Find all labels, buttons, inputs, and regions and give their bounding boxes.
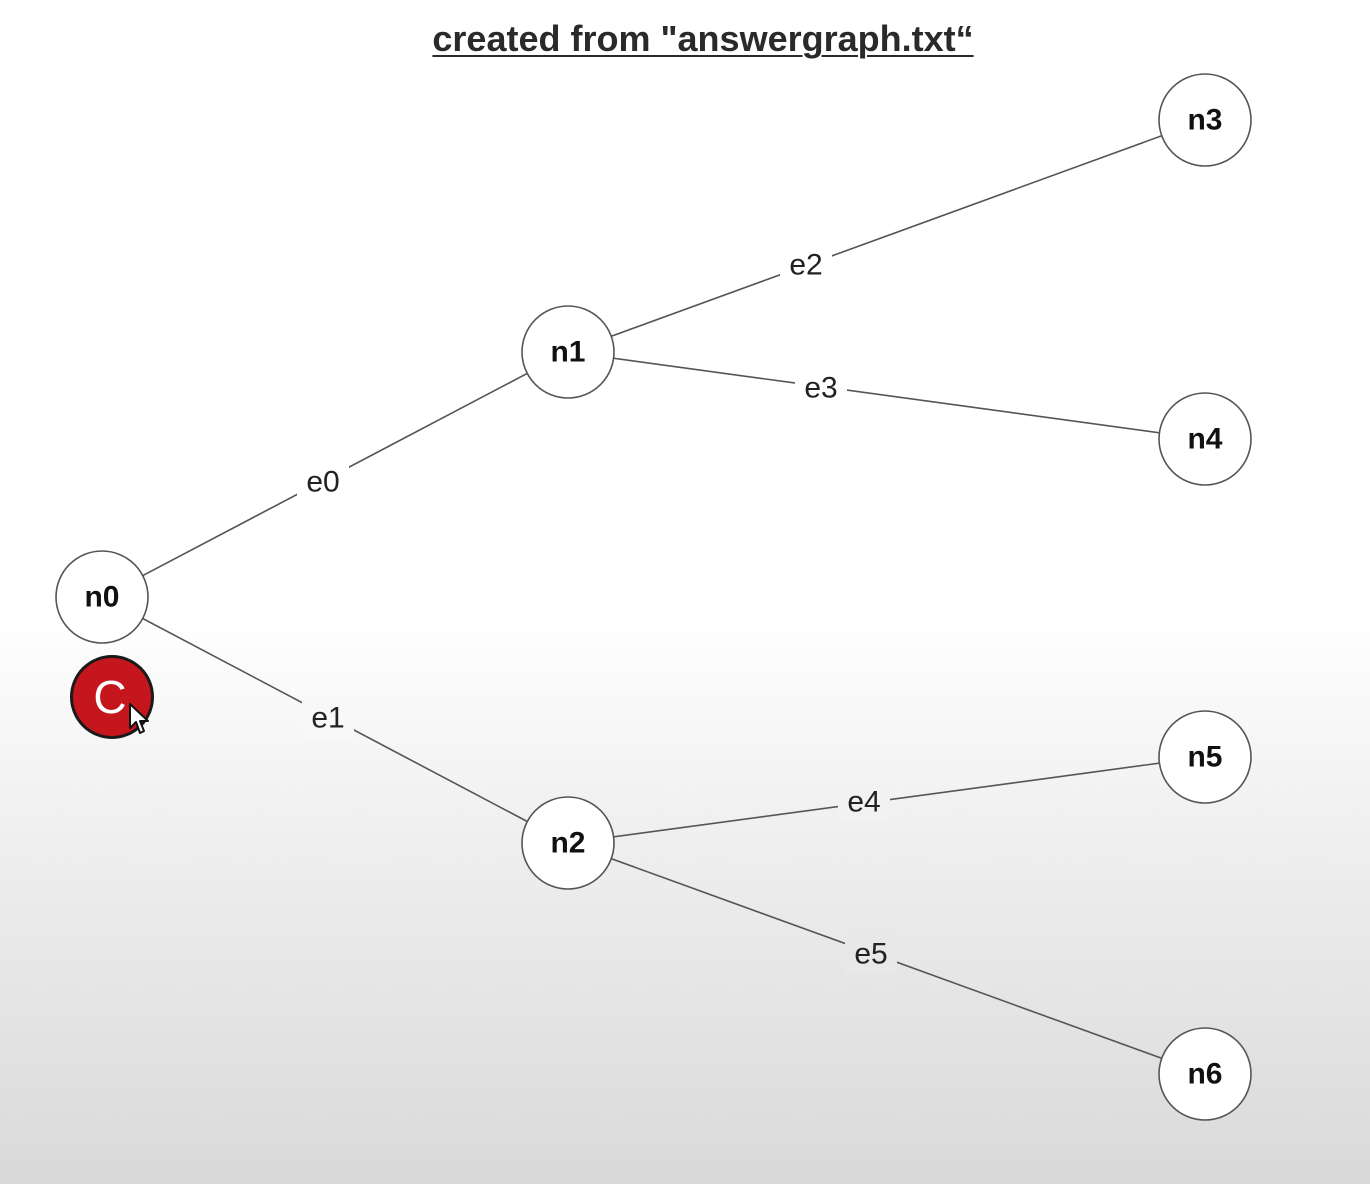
edge-e0: e0 (101, 351, 569, 598)
nodes-layer: n0 n1 n2 n3 n4 n5 n6 (55, 73, 1252, 1121)
node-n1[interactable]: n1 (521, 305, 615, 399)
click-indicator-letter: C (93, 671, 127, 723)
edge-e3: e3 (567, 351, 1206, 440)
node-label-n0: n0 (84, 581, 119, 614)
edge-label-e5: e5 (854, 938, 887, 971)
node-circle-n4[interactable] (1158, 392, 1252, 486)
edge-label-e1: e1 (311, 702, 344, 735)
node-label-n6: n6 (1187, 1058, 1222, 1091)
node-n5[interactable]: n5 (1158, 710, 1252, 804)
node-circle-n3[interactable] (1158, 73, 1252, 167)
edge-label-background (845, 934, 897, 974)
graph-title: created from "answergraph.txt“ (432, 18, 974, 59)
edge-label-background (780, 245, 832, 285)
edge-e4: e4 (567, 756, 1206, 844)
node-circle-n0[interactable] (55, 550, 149, 644)
edge-label-background (297, 462, 349, 502)
node-label-n2: n2 (550, 827, 585, 860)
node-n6[interactable]: n6 (1158, 1027, 1252, 1121)
node-circle-n2[interactable] (521, 796, 615, 890)
edge-label-e0: e0 (306, 466, 339, 499)
click-indicator-badge: C (70, 655, 154, 739)
edge-label-background (795, 368, 847, 408)
node-n3[interactable]: n3 (1158, 73, 1252, 167)
edge-label-e4: e4 (847, 786, 880, 819)
mouse-pointer-icon (129, 703, 149, 734)
edge-line-e3 (567, 351, 1206, 440)
node-n0[interactable]: n0 (55, 550, 149, 644)
node-n2[interactable]: n2 (521, 796, 615, 890)
node-label-n3: n3 (1187, 104, 1222, 137)
node-circle-n6[interactable] (1158, 1027, 1252, 1121)
edge-e2: e2 (567, 119, 1206, 353)
edge-e1: e1 (101, 596, 569, 844)
edge-line-e2 (567, 119, 1206, 353)
node-circle-n1[interactable] (521, 305, 615, 399)
edge-label-e3: e3 (804, 372, 837, 405)
edge-label-background (838, 782, 890, 822)
node-label-n1: n1 (550, 336, 585, 369)
edge-label-background (302, 698, 354, 738)
node-label-n4: n4 (1187, 423, 1222, 456)
edges-layer: e0 e1 e2 e3 e4 e5 (101, 119, 1206, 1075)
node-n4[interactable]: n4 (1158, 392, 1252, 486)
node-circle-n5[interactable] (1158, 710, 1252, 804)
edge-e5: e5 (567, 842, 1206, 1075)
edge-label-e2: e2 (789, 249, 822, 282)
node-label-n5: n5 (1187, 741, 1222, 774)
